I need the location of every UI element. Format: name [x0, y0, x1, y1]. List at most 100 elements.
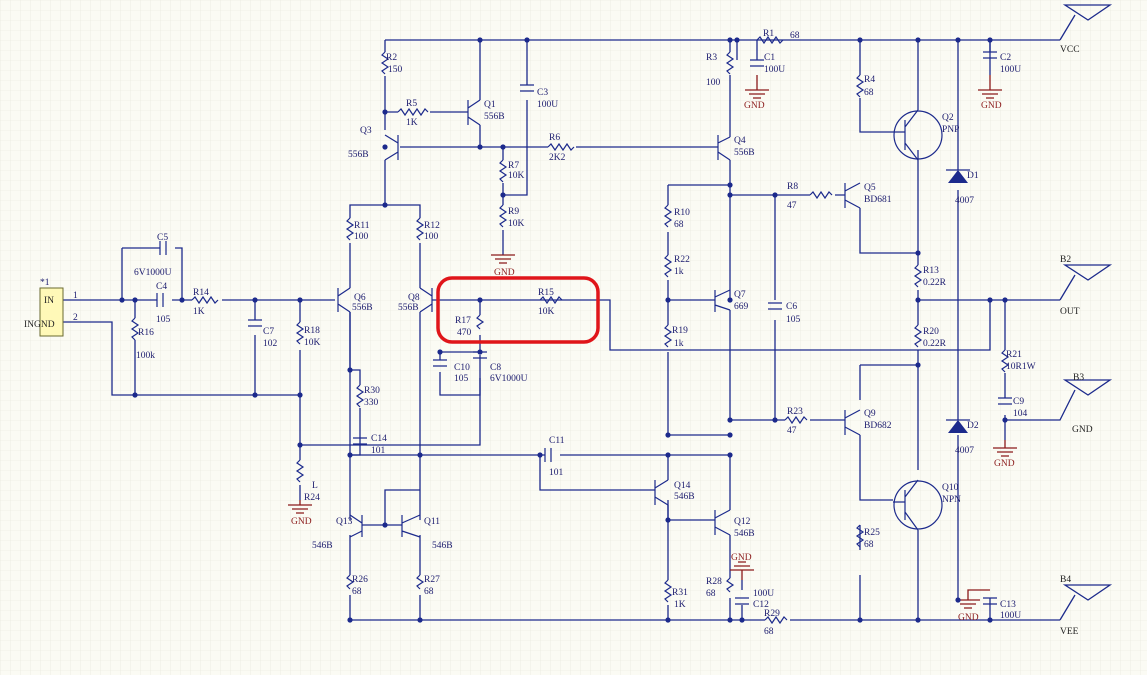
- junction-dot: [347, 617, 353, 623]
- label-value-c4: 105: [156, 315, 171, 325]
- port-out-label: OUT: [1060, 307, 1080, 317]
- label-value-q1: 556B: [484, 112, 505, 122]
- label-value-d1: 4007: [955, 196, 974, 206]
- junction-dot: [955, 37, 961, 43]
- junction-dot: [382, 202, 388, 208]
- ground-symbols: [288, 75, 1017, 609]
- connector-pin1-num: 1: [73, 291, 78, 301]
- label-value-q3: 556B: [348, 150, 369, 160]
- label-value-q12: 546B: [734, 529, 755, 539]
- junction-dot: [537, 452, 543, 458]
- label-value-r8: 47: [787, 201, 797, 211]
- input-connector: *1 IN INGND 1 2: [24, 278, 78, 337]
- port-labels: VCC OUT GND VEE B2 B3 B4: [1060, 45, 1093, 637]
- label-ref-r20: R20: [923, 327, 939, 337]
- gnd-label-c9: GND: [994, 459, 1015, 469]
- label-ref-c4: C4: [156, 282, 167, 292]
- label-value-r23: 47: [787, 426, 797, 436]
- junction-dot: [772, 417, 778, 423]
- junction-dot: [382, 109, 388, 115]
- junction-dot: [915, 250, 921, 256]
- label-ref-q4: Q4: [734, 136, 746, 146]
- junction-dot: [727, 417, 733, 423]
- junction-dot: [132, 297, 138, 303]
- label-ref-c3: C3: [537, 88, 548, 98]
- component-symbols: [130, 35, 1012, 625]
- junction-dot: [987, 37, 993, 43]
- label-value-c3: 100U: [537, 100, 558, 110]
- label-ref-c2: C2: [1000, 53, 1011, 63]
- label-ref-r14: R14: [193, 288, 209, 298]
- label-ref-q2: Q2: [942, 113, 954, 123]
- connector-pin2-num: 2: [73, 313, 78, 323]
- label-ref-q5: Q5: [864, 183, 876, 193]
- label-value-c6: 105: [786, 315, 801, 325]
- junction-dot: [987, 617, 993, 623]
- gnd-label-c13: GND: [958, 613, 979, 623]
- junction-dot: [665, 432, 671, 438]
- gnd-label-c1: GND: [744, 101, 765, 111]
- label-value-c5: 6V1000U: [134, 268, 172, 278]
- junction-dot: [727, 37, 733, 43]
- label-value-r25: 68: [864, 540, 874, 550]
- label-value-q9: BD682: [864, 421, 892, 431]
- junction-dot: [252, 297, 258, 303]
- label-ref-r13: R13: [923, 266, 939, 276]
- port-vee-label: VEE: [1060, 627, 1079, 637]
- junction-dot: [727, 432, 733, 438]
- label-ref-r7: R7: [508, 161, 519, 171]
- label-ref-r6: R6: [549, 133, 560, 143]
- label-value-r16: 100k: [136, 351, 155, 361]
- label-ref-r30: R30: [364, 386, 380, 396]
- junction-dot: [734, 37, 740, 43]
- gnd-label-r24: GND: [291, 517, 312, 527]
- label-value-r12: 100: [424, 232, 439, 242]
- junction-dots: [119, 37, 1008, 623]
- label-ref-q11: Q11: [424, 517, 440, 527]
- label-ref-c7: C7: [263, 327, 274, 337]
- junction-dot: [1002, 417, 1008, 423]
- label-value-r11: 100: [354, 232, 369, 242]
- label-value-r19: 1k: [674, 339, 684, 349]
- label-value-c1: 100U: [764, 65, 785, 75]
- junction-dot: [727, 297, 733, 303]
- label-ref-r1: R1: [763, 29, 774, 39]
- label-ref-r5: R5: [406, 99, 417, 109]
- junction-dot: [524, 37, 530, 43]
- label-value-r2: 150: [388, 65, 403, 75]
- junction-dot: [347, 367, 353, 373]
- junction-dot: [727, 452, 733, 458]
- label-ref-r24: R24: [304, 493, 320, 503]
- junction-dot: [437, 349, 443, 355]
- label-value-r17: 470: [457, 328, 472, 338]
- junction-dot: [297, 442, 303, 448]
- label-value-r10: 68: [674, 220, 684, 230]
- label-value-q14: 546B: [674, 492, 695, 502]
- connector-pin2-name: INGND: [24, 320, 55, 330]
- label-ref-c9: C9: [1013, 397, 1024, 407]
- junction-dot: [727, 182, 733, 188]
- label-ref-c8: C8: [490, 363, 501, 373]
- junction-dot: [297, 392, 303, 398]
- junction-dot: [857, 37, 863, 43]
- label-ref-r22: R22: [674, 255, 690, 265]
- label-ref-r4: R4: [864, 75, 875, 85]
- label-ref-c1: C1: [764, 53, 775, 63]
- label-ref-r29: R29: [764, 609, 780, 619]
- label-ref-q1: Q1: [484, 100, 496, 110]
- junction-dot: [665, 452, 671, 458]
- label-ref-r18: R18: [304, 326, 320, 336]
- junction-dot: [915, 362, 921, 368]
- label-ref-q12: Q12: [734, 517, 751, 527]
- junction-dot: [417, 452, 423, 458]
- connector-ref: *1: [40, 278, 50, 288]
- label-ref-r11: R11: [354, 221, 370, 231]
- label-ref-r12: R12: [424, 221, 440, 231]
- label-value-c8: 6V1000U: [490, 374, 528, 384]
- junction-dot: [477, 144, 483, 150]
- junction-dot: [132, 392, 138, 398]
- label-value-q11: 546B: [432, 541, 453, 551]
- label-ref-c11: C11: [549, 436, 565, 446]
- label-value-r30: 330: [364, 398, 379, 408]
